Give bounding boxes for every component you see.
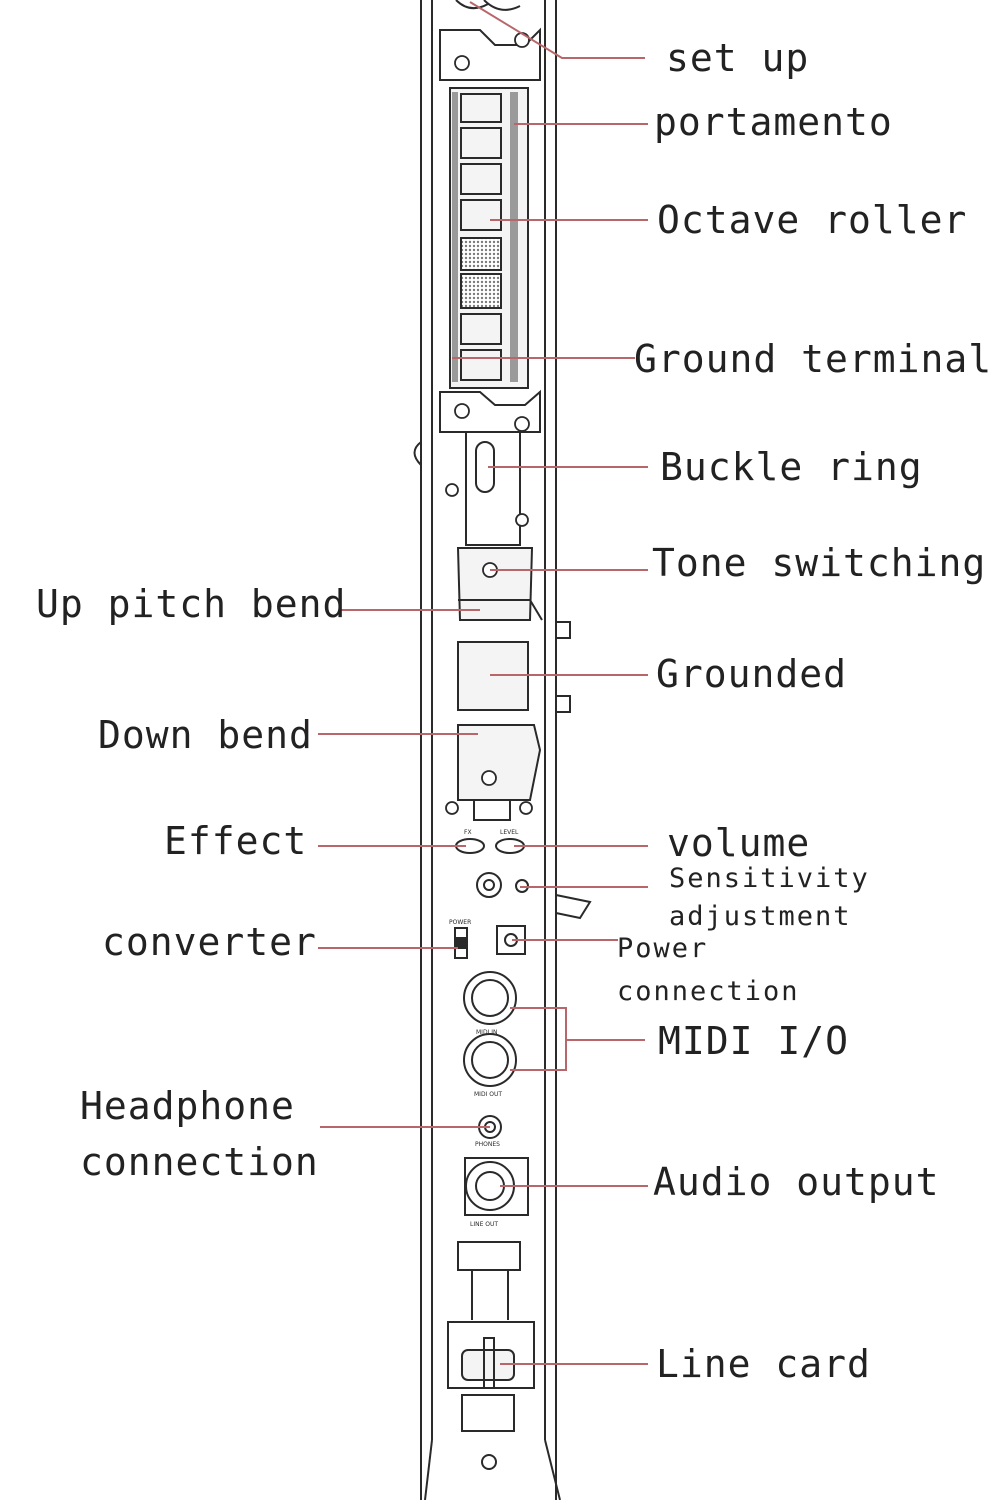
label-power-line-1: Power — [617, 933, 709, 964]
print-midi-in: MIDI IN — [476, 1029, 498, 1036]
label-headphone-connection: Headphone connection — [80, 1078, 319, 1190]
audio-out-inner — [475, 1171, 505, 1201]
line-card-latch — [483, 1337, 495, 1389]
key-3 — [460, 163, 502, 195]
key-2 — [460, 127, 502, 159]
screw-icon — [515, 513, 529, 527]
print-phones: PHONES — [475, 1141, 500, 1148]
label-buckle-ring: Buckle ring — [660, 445, 923, 489]
screw-icon — [519, 801, 533, 815]
midi-din-icon — [463, 971, 517, 1025]
label-power-line-2: connection — [617, 976, 800, 1007]
top-bracket — [439, 27, 541, 81]
buckle-plate — [465, 432, 521, 546]
audio-out-housing — [464, 1157, 529, 1216]
label-effect: Effect — [164, 819, 308, 863]
bottom-flare-left — [424, 1439, 433, 1500]
portamento-bar-left — [452, 92, 458, 382]
screw-icon — [445, 801, 459, 815]
label-portamento: portamento — [654, 100, 893, 144]
midi-out-inner — [471, 1041, 509, 1079]
screw-icon — [514, 32, 530, 48]
leader-midi-bracket — [510, 1007, 567, 1071]
label-grounded: Grounded — [656, 652, 848, 696]
grille-icon — [460, 237, 502, 271]
side-tab — [413, 441, 422, 466]
side-peg-2 — [555, 695, 571, 713]
label-sensitivity-line-2: adjustment — [669, 901, 852, 932]
label-sensitivity-adjustment: Sensitivity adjustment — [669, 860, 870, 936]
print-level: LEVEL — [500, 829, 519, 836]
print-power: POWER — [449, 919, 471, 926]
leader-set-up — [469, 1, 645, 59]
side-lever — [555, 894, 592, 920]
key-4 — [460, 199, 502, 231]
switch-knob — [454, 937, 468, 949]
print-midi-out: MIDI OUT — [474, 1091, 502, 1098]
print-fx: FX — [464, 829, 472, 836]
label-midi-io: MIDI I/O — [658, 1019, 850, 1063]
down-bend-foot — [473, 799, 511, 821]
knob-center — [483, 879, 495, 891]
down-bend-block — [457, 724, 542, 801]
label-tone-switching: Tone switching — [652, 541, 987, 585]
label-converter: converter — [102, 920, 317, 964]
line-card-base — [461, 1394, 515, 1432]
screw-icon — [454, 55, 470, 71]
screw-icon — [514, 416, 530, 432]
screw-icon — [454, 403, 470, 419]
label-sensitivity-line-1: Sensitivity — [669, 863, 870, 894]
key-6 — [460, 349, 502, 381]
screw-icon — [481, 770, 497, 786]
bottom-screw — [481, 1454, 497, 1470]
portamento-bar-right — [510, 92, 518, 382]
label-line-card: Line card — [656, 1342, 871, 1386]
label-down-bend: Down bend — [98, 713, 313, 757]
top-cap — [455, 0, 489, 10]
lower-window — [457, 1241, 521, 1271]
label-octave-roller: Octave roller — [657, 198, 968, 242]
key-1 — [460, 93, 502, 123]
top-cap-2 — [483, 0, 521, 11]
label-audio-output: Audio output — [653, 1160, 940, 1204]
midi-in-inner — [471, 979, 509, 1017]
label-power-connection: Power connection — [617, 927, 800, 1013]
label-volume: volume — [667, 821, 811, 865]
side-peg-1 — [555, 621, 571, 639]
midi-din-icon-2 — [463, 1033, 517, 1087]
label-ground-terminal: Ground terminal — [634, 337, 993, 381]
mid-bracket — [439, 389, 541, 433]
label-headphone-line-2: connection — [80, 1140, 319, 1184]
bottom-flare-right — [544, 1439, 561, 1500]
label-up-pitch-bend: Up pitch bend — [36, 582, 347, 626]
label-set-up: set up — [666, 36, 810, 80]
label-headphone-line-1: Headphone — [80, 1084, 295, 1128]
grille-icon-2 — [460, 273, 502, 309]
tone-switch-block — [456, 547, 534, 621]
key-5 — [460, 313, 502, 345]
tone-switch-lip — [458, 599, 543, 621]
print-line-out: LINE OUT — [470, 1221, 498, 1228]
screw-icon — [445, 483, 459, 497]
knob-icon — [476, 872, 502, 898]
